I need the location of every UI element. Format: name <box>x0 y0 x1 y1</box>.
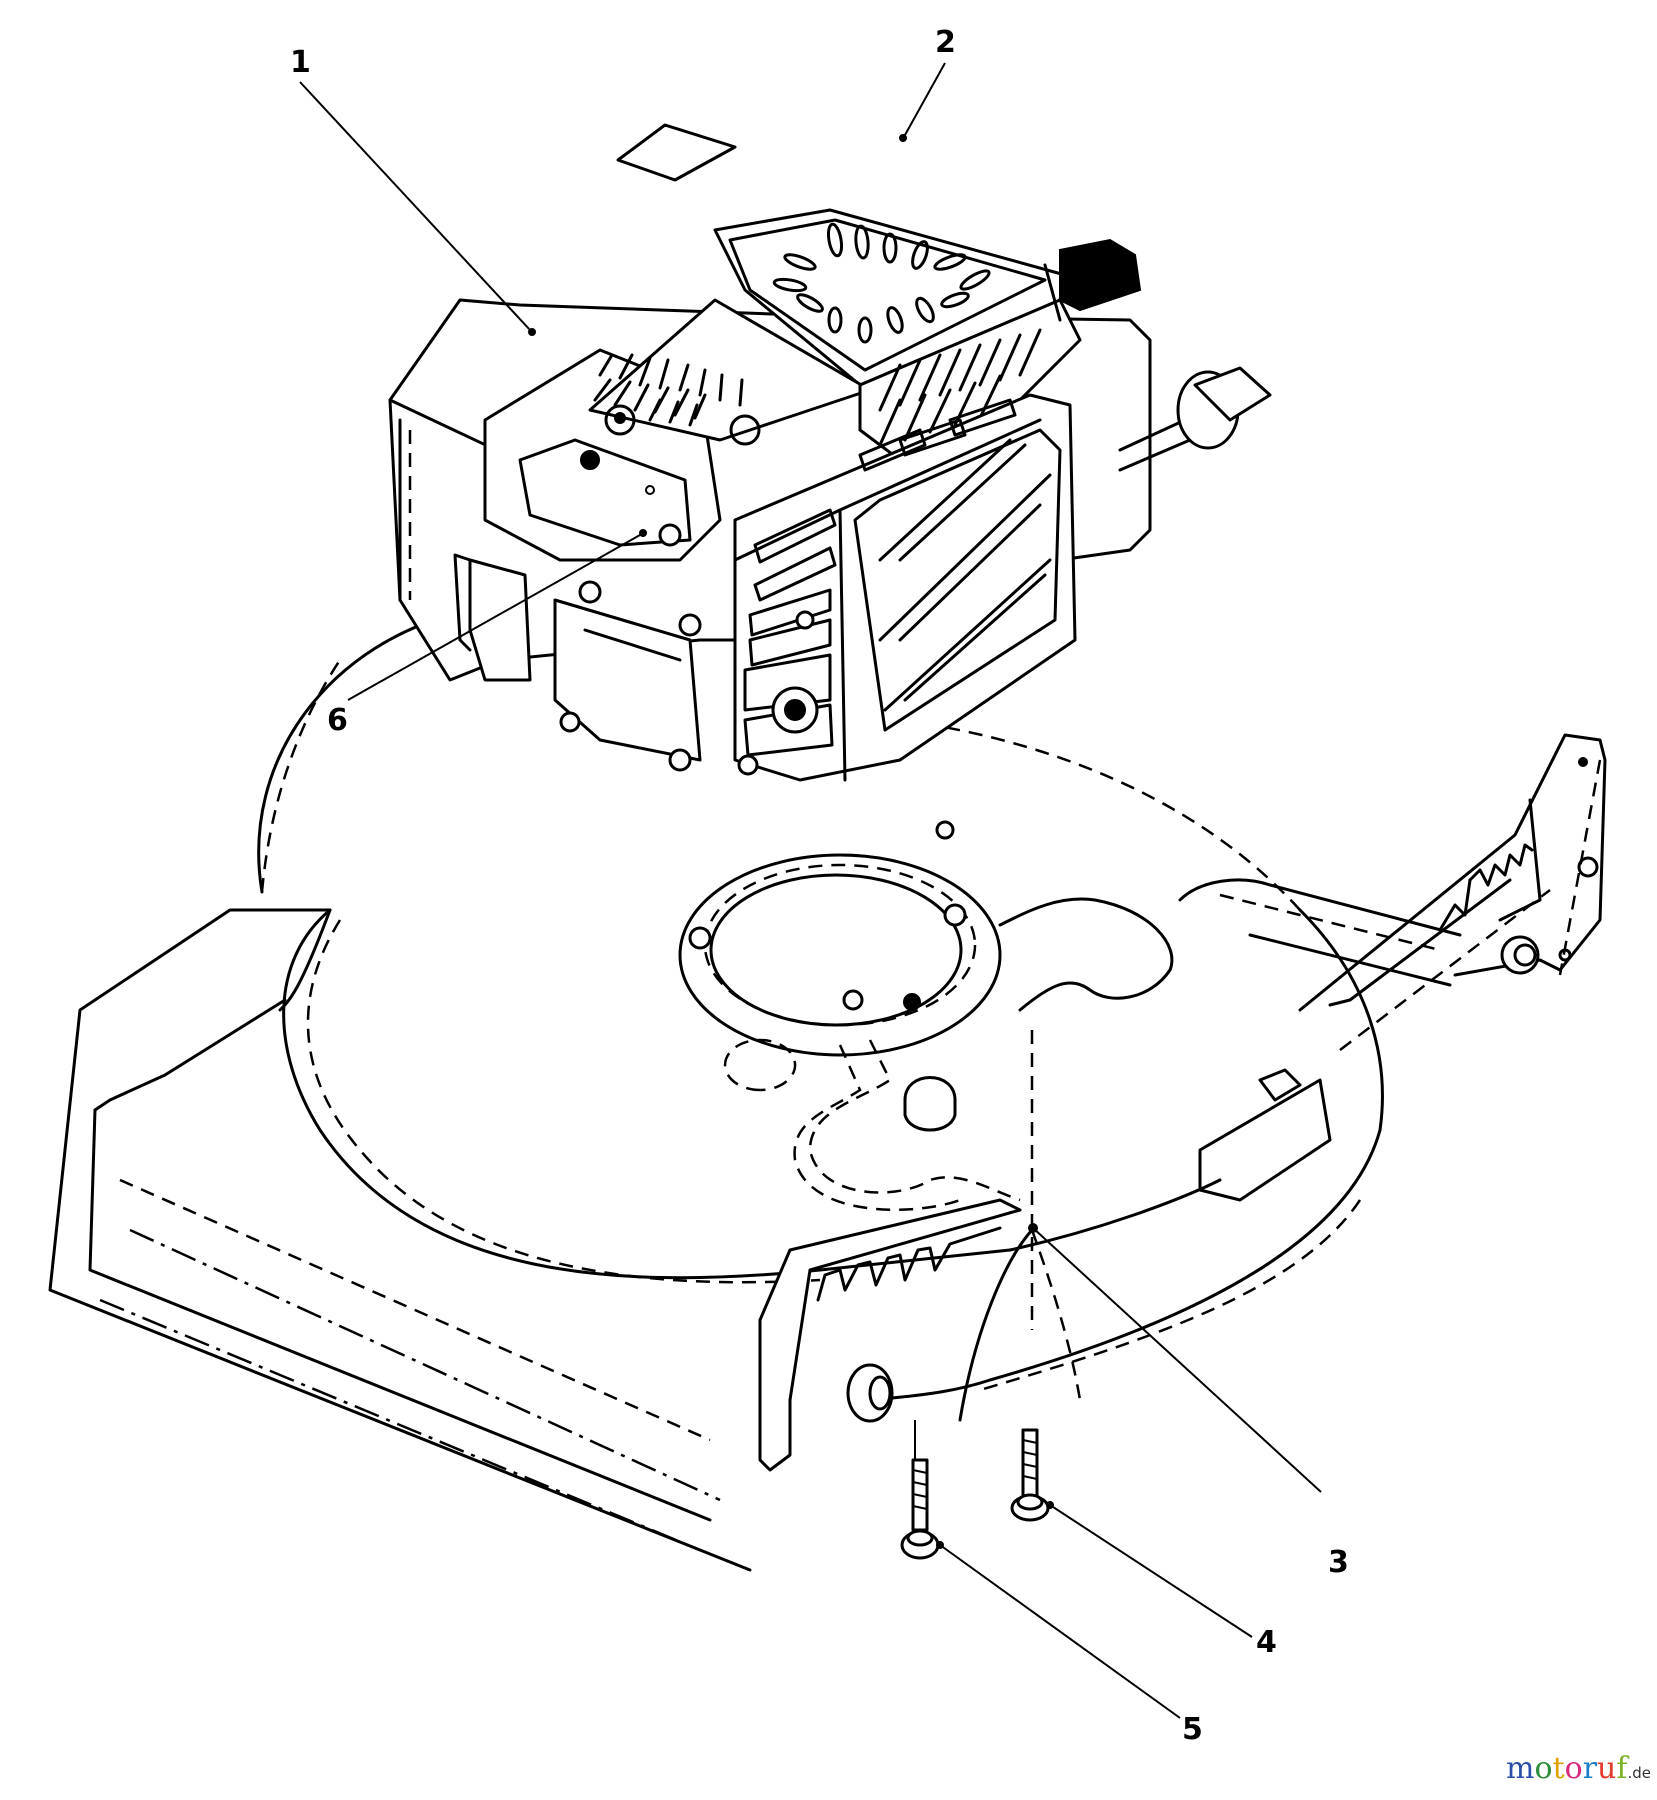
watermark-letter: t <box>1552 1751 1565 1786</box>
callout-3: 3 <box>1328 1545 1349 1580</box>
air-cleaner <box>733 393 1077 782</box>
carburetor <box>553 523 702 772</box>
callout-5: 5 <box>1182 1712 1203 1747</box>
decal-part <box>616 123 737 182</box>
callout-4: 4 <box>1256 1625 1277 1660</box>
blade-hub-ring <box>678 820 1332 1211</box>
leader-lines <box>299 62 1322 1719</box>
engine-assembly <box>388 208 1272 782</box>
watermark-letter: r <box>1582 1751 1598 1786</box>
mower-deck <box>48 578 1384 1572</box>
motoruf-watermark: motoruf.de <box>1506 1754 1651 1784</box>
watermark-letter: f <box>1616 1751 1628 1786</box>
watermark-letter: u <box>1597 1751 1617 1786</box>
callout-2: 2 <box>935 25 956 60</box>
watermark-suffix: .de <box>1627 1764 1651 1782</box>
cooling-vents <box>772 222 991 344</box>
cylinder-fins-left <box>588 298 872 446</box>
callout-1: 1 <box>290 45 311 80</box>
bolt-4 <box>1010 1428 1050 1522</box>
height-adjust-bracket <box>1178 733 1607 1051</box>
bolt-5 <box>900 1458 940 1560</box>
watermark-brand: motoruf <box>1506 1751 1627 1786</box>
callout-6: 6 <box>327 703 348 738</box>
watermark-letter: o <box>1564 1751 1583 1786</box>
watermark-letter: m <box>1506 1751 1535 1786</box>
watermark-letter: o <box>1534 1751 1553 1786</box>
